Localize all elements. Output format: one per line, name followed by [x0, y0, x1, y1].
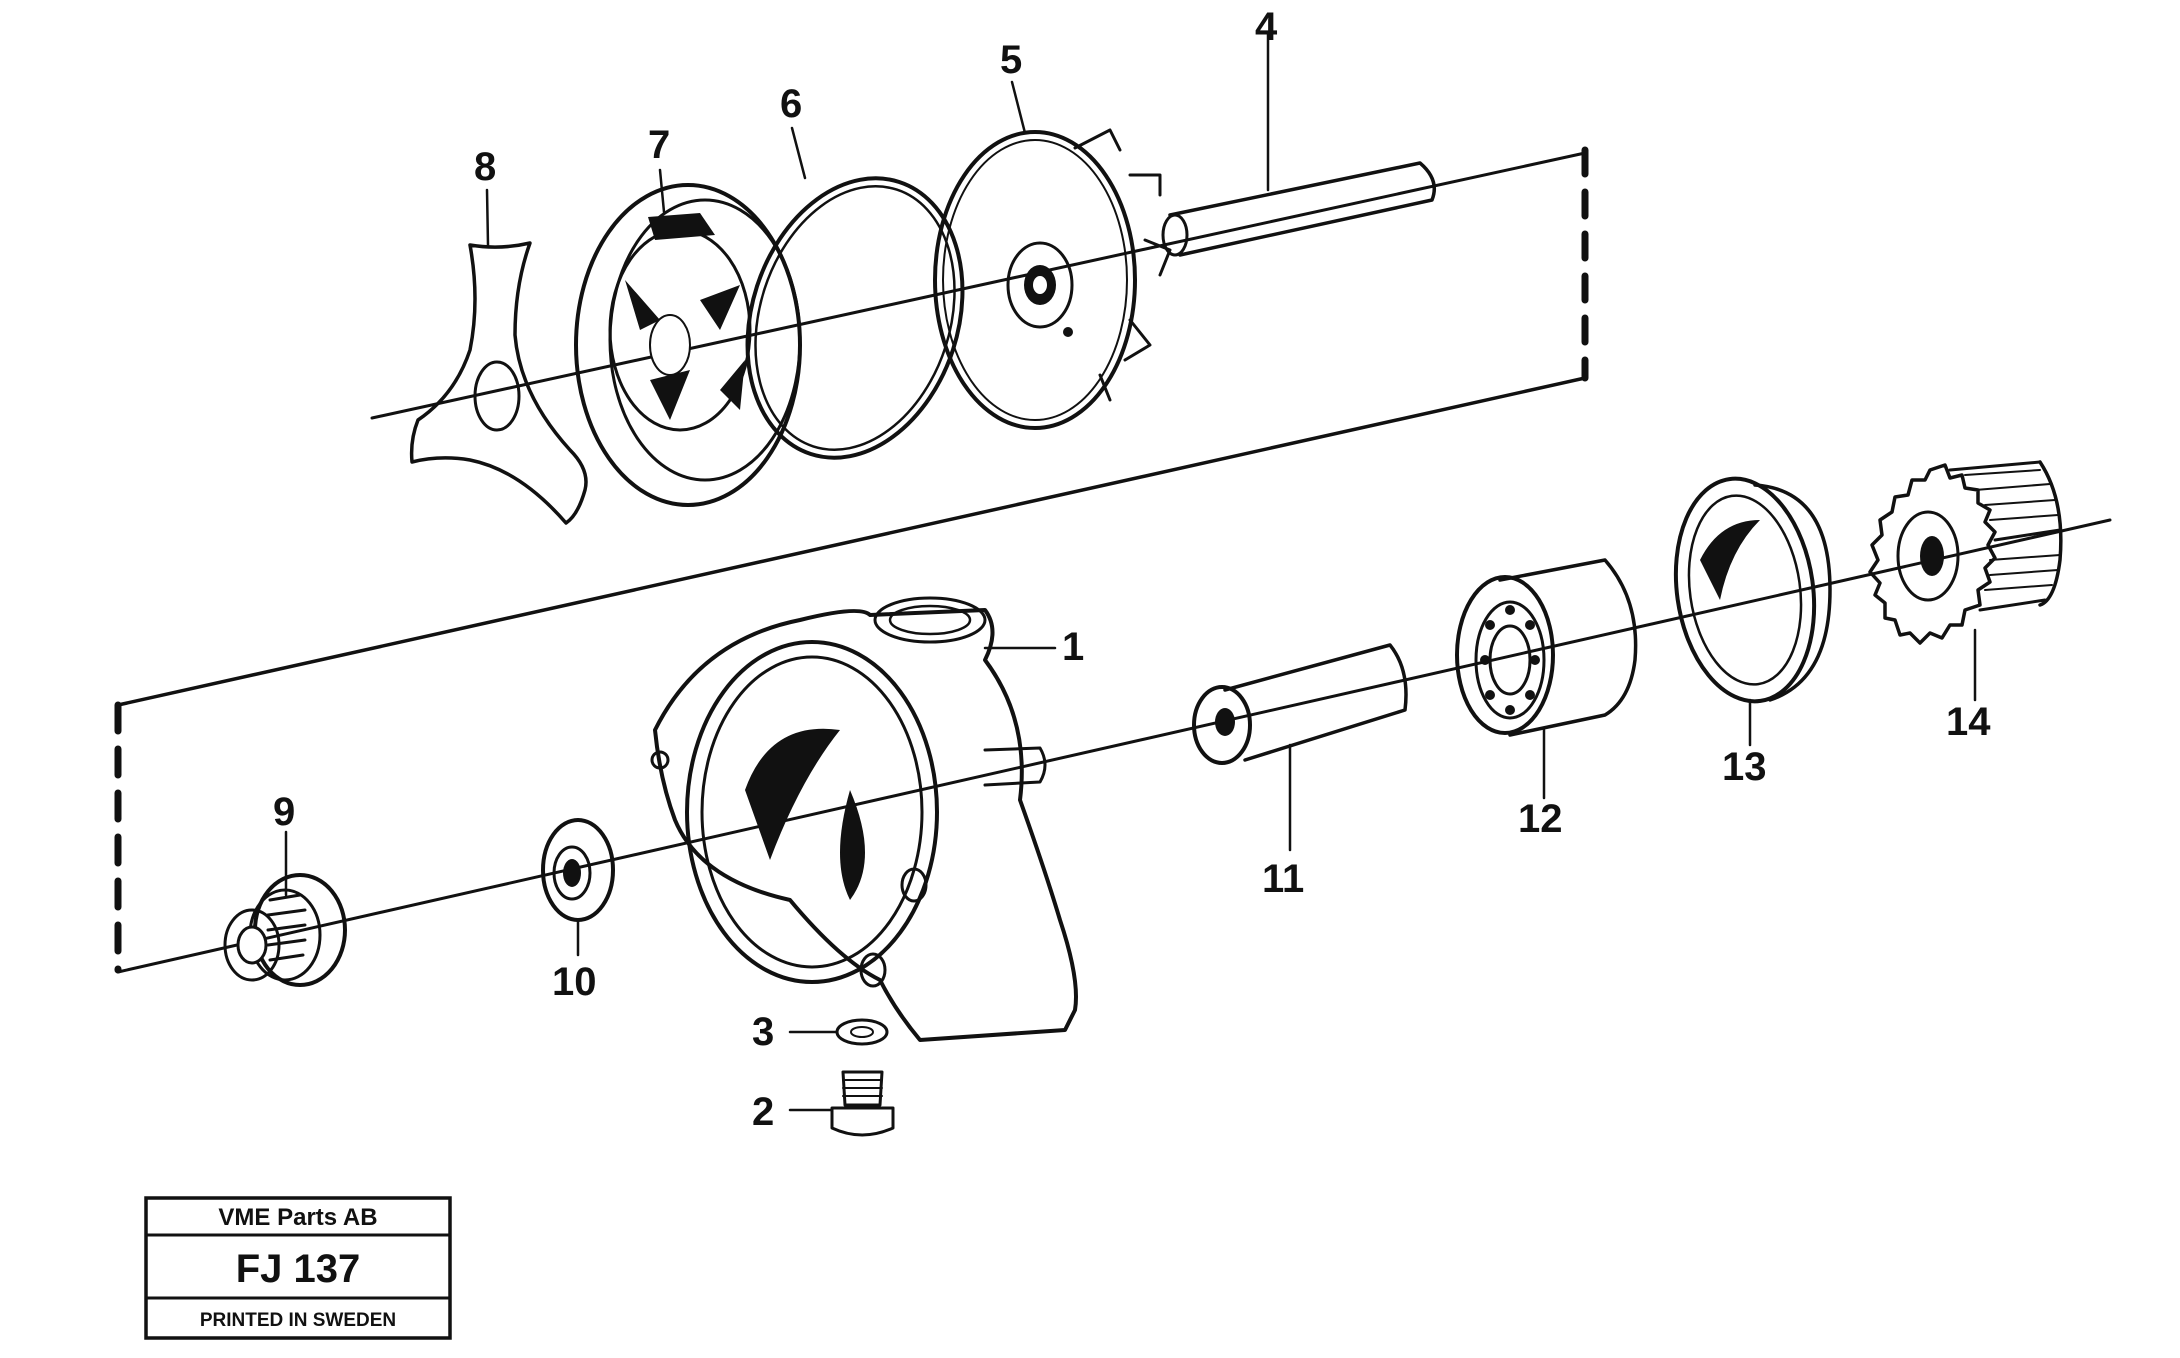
part-4-shaft — [1161, 161, 1436, 257]
part-5-impeller — [933, 128, 1172, 430]
callout-10: 10 — [552, 960, 597, 1004]
lower-axis — [116, 518, 2112, 974]
part-2-plug — [830, 1070, 895, 1137]
part-3-washer — [835, 1018, 889, 1046]
leader-lines — [284, 31, 1977, 1112]
callout-4: 4 — [1255, 5, 1278, 49]
callout-5: 5 — [1000, 38, 1022, 82]
part-11-sleeve — [1192, 643, 1408, 765]
callout-3: 3 — [752, 1010, 774, 1054]
part-13-cup — [1673, 476, 1832, 704]
assembly-frame — [114, 146, 1589, 974]
callout-14: 14 — [1946, 700, 1991, 744]
callout-8: 8 — [474, 145, 496, 189]
upper-axis — [370, 151, 1587, 420]
callout-6: 6 — [780, 82, 802, 126]
callout-12: 12 — [1518, 797, 1563, 841]
title-block: VME Parts AB FJ 137 PRINTED IN SWEDEN — [144, 1196, 452, 1340]
callout-9: 9 — [273, 790, 295, 834]
part-14-gear — [1868, 460, 2063, 645]
callout-2: 2 — [752, 1090, 774, 1134]
part-8-plate — [409, 241, 588, 525]
part-10-seal-ring — [541, 818, 615, 922]
callout-13: 13 — [1722, 745, 1767, 789]
callout-1: 1 — [1062, 625, 1084, 669]
callout-7: 7 — [648, 123, 670, 167]
callouts: 1 2 3 4 5 6 7 8 9 10 11 12 13 14 — [273, 5, 1991, 1134]
title-block-code: FJ 137 — [236, 1247, 361, 1291]
part-6-o-ring — [745, 176, 965, 460]
part-1-housing — [650, 596, 1078, 1042]
title-block-footer: PRINTED IN SWEDEN — [200, 1310, 396, 1331]
part-12-bearing — [1455, 558, 1638, 737]
callout-11: 11 — [1262, 857, 1304, 901]
part-7-cover — [574, 183, 802, 507]
title-block-company: VME Parts AB — [218, 1204, 377, 1231]
